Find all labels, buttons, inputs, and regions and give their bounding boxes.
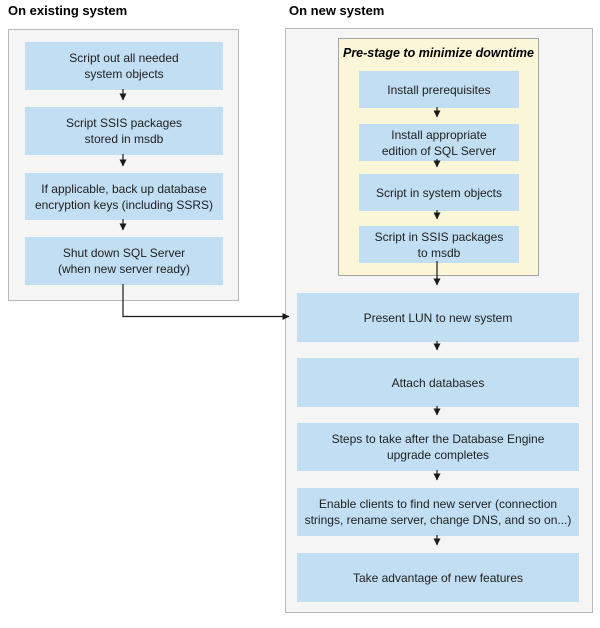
flow-step-script-in-ssis-packages: Script in SSIS packages to msdb <box>359 226 519 263</box>
new-system-header: On new system <box>289 3 385 18</box>
flow-step-script-out-objects: Script out all needed system objects <box>25 42 223 90</box>
flow-step-enable-clients: Enable clients to find new server (conne… <box>297 488 579 536</box>
flow-step-new-features: Take advantage of new features <box>297 553 579 602</box>
flow-step-attach-databases: Attach databases <box>297 358 579 407</box>
prestage-group: Pre-stage to minimize downtime Install p… <box>338 38 539 276</box>
flow-step-backup-encryption-keys: If applicable, back up database encrypti… <box>25 173 223 220</box>
flow-step-script-ssis-packages: Script SSIS packages stored in msdb <box>25 107 223 155</box>
existing-system-header: On existing system <box>8 3 128 18</box>
flow-step-post-upgrade-steps: Steps to take after the Database Engine … <box>297 423 579 471</box>
new-system-panel: Pre-stage to minimize downtime Install p… <box>285 28 593 613</box>
flow-step-shutdown-sql-server: Shut down SQL Server (when new server re… <box>25 237 223 285</box>
flow-step-script-in-system-objects: Script in system objects <box>359 174 519 211</box>
flow-step-install-prerequisites: Install prerequisites <box>359 71 519 108</box>
flow-step-present-lun: Present LUN to new system <box>297 293 579 342</box>
prestage-title: Pre-stage to minimize downtime <box>342 46 534 60</box>
flow-step-install-sql-edition: Install appropriate edition of SQL Serve… <box>359 124 519 161</box>
existing-system-panel: Script out all needed system objects Scr… <box>8 29 239 301</box>
